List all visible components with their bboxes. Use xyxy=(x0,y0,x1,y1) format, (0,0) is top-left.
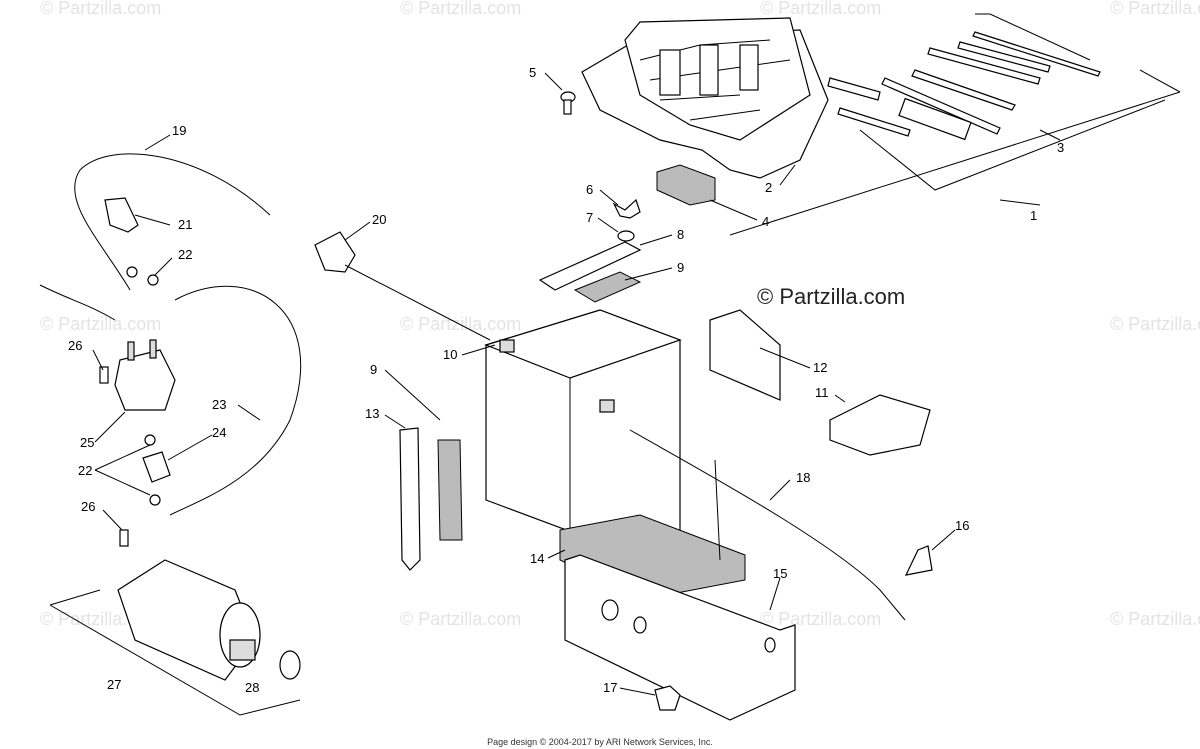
foam-strip-9 xyxy=(437,439,463,541)
tool-tray xyxy=(581,17,829,179)
callout-15: 15 xyxy=(773,566,787,581)
nut-17 xyxy=(654,685,681,711)
cable-23 xyxy=(169,285,302,516)
bolt-16 xyxy=(904,545,933,576)
group-bracket-3 xyxy=(859,99,1166,191)
nut-22 xyxy=(149,494,161,506)
callout-12: 12 xyxy=(813,360,827,375)
hold-down-strap xyxy=(538,241,642,291)
watermark: © Partzilla.com xyxy=(1110,0,1200,18)
callout-7: 7 xyxy=(586,210,593,225)
o-ring xyxy=(279,650,301,680)
screw-5 xyxy=(560,91,576,115)
watermark: © Partzilla.com xyxy=(40,0,161,18)
terminal-boot xyxy=(314,231,356,273)
watermark: © Partzilla.com xyxy=(1110,314,1200,334)
starter-solenoid xyxy=(114,339,176,411)
callout-13: 13 xyxy=(365,406,379,421)
callout-21: 21 xyxy=(178,217,192,232)
callout-11: 11 xyxy=(815,385,829,400)
callout-5: 5 xyxy=(529,65,536,80)
callout-20: 20 xyxy=(372,212,386,227)
watermark: © Partzilla.com xyxy=(40,314,161,334)
leader-line xyxy=(344,264,491,341)
callout-10: 10 xyxy=(443,347,457,362)
tool-kit xyxy=(827,13,1101,141)
callout-24: 24 xyxy=(212,425,226,440)
washer xyxy=(617,230,635,242)
callout-22: 22 xyxy=(78,463,92,478)
starter-motor xyxy=(117,559,261,681)
callout-17: 17 xyxy=(603,680,617,695)
callout-6: 6 xyxy=(586,182,593,197)
battery-cable xyxy=(629,429,906,621)
callout-19: 19 xyxy=(172,123,186,138)
screw-26 xyxy=(99,366,109,384)
boot-21 xyxy=(104,197,139,233)
callout-18: 18 xyxy=(796,470,810,485)
nut-22 xyxy=(144,434,156,446)
watermark: © Partzilla.com xyxy=(760,0,881,18)
rod xyxy=(714,459,721,561)
battery xyxy=(484,309,682,551)
callout-27: 27 xyxy=(107,677,121,692)
cable-19 xyxy=(74,153,271,291)
watermark: © Partzilla.com xyxy=(1110,609,1200,629)
group-bracket-1 xyxy=(729,69,1181,236)
callout-2: 2 xyxy=(765,180,772,195)
decal xyxy=(709,309,781,401)
screw-26 xyxy=(119,529,129,547)
callout-9: 9 xyxy=(370,362,377,377)
callout-28: 28 xyxy=(245,680,259,695)
battery-tray xyxy=(564,554,796,721)
callout-3: 3 xyxy=(1057,140,1064,155)
callout-22: 22 xyxy=(178,247,192,262)
foam-pad xyxy=(656,164,716,206)
nut-22 xyxy=(126,266,138,278)
watermark: © Partzilla.com xyxy=(760,609,881,629)
brand-label: © Partzilla.com xyxy=(757,284,906,309)
wire xyxy=(39,284,116,321)
watermark: © Partzilla.com xyxy=(400,609,521,629)
callout-23: 23 xyxy=(212,397,226,412)
boot-24 xyxy=(142,451,171,483)
foam-strip xyxy=(573,271,642,303)
watermark: © Partzilla.com xyxy=(400,0,521,18)
callout-26: 26 xyxy=(81,499,95,514)
footer-credit: Page design © 2004-2017 by ARI Network S… xyxy=(487,737,713,747)
callout-4: 4 xyxy=(762,214,769,229)
callout-1: 1 xyxy=(1030,208,1037,223)
callout-9: 9 xyxy=(677,260,684,275)
strap-13 xyxy=(399,427,421,571)
nut-22 xyxy=(147,274,159,286)
hardware-kit xyxy=(829,394,931,456)
callout-leaders xyxy=(92,72,956,696)
callout-8: 8 xyxy=(677,227,684,242)
group-bracket-27 xyxy=(49,589,301,716)
callout-26: 26 xyxy=(68,338,82,353)
callout-16: 16 xyxy=(955,518,969,533)
watermark: © Partzilla.com xyxy=(400,314,521,334)
callout-numbers: 1 2 3 4 5 6 7 8 9 9 10 11 12 13 14 15 16… xyxy=(68,65,1064,695)
wing-nut xyxy=(612,198,641,219)
callout-25: 25 xyxy=(80,435,94,450)
callout-14: 14 xyxy=(530,551,544,566)
